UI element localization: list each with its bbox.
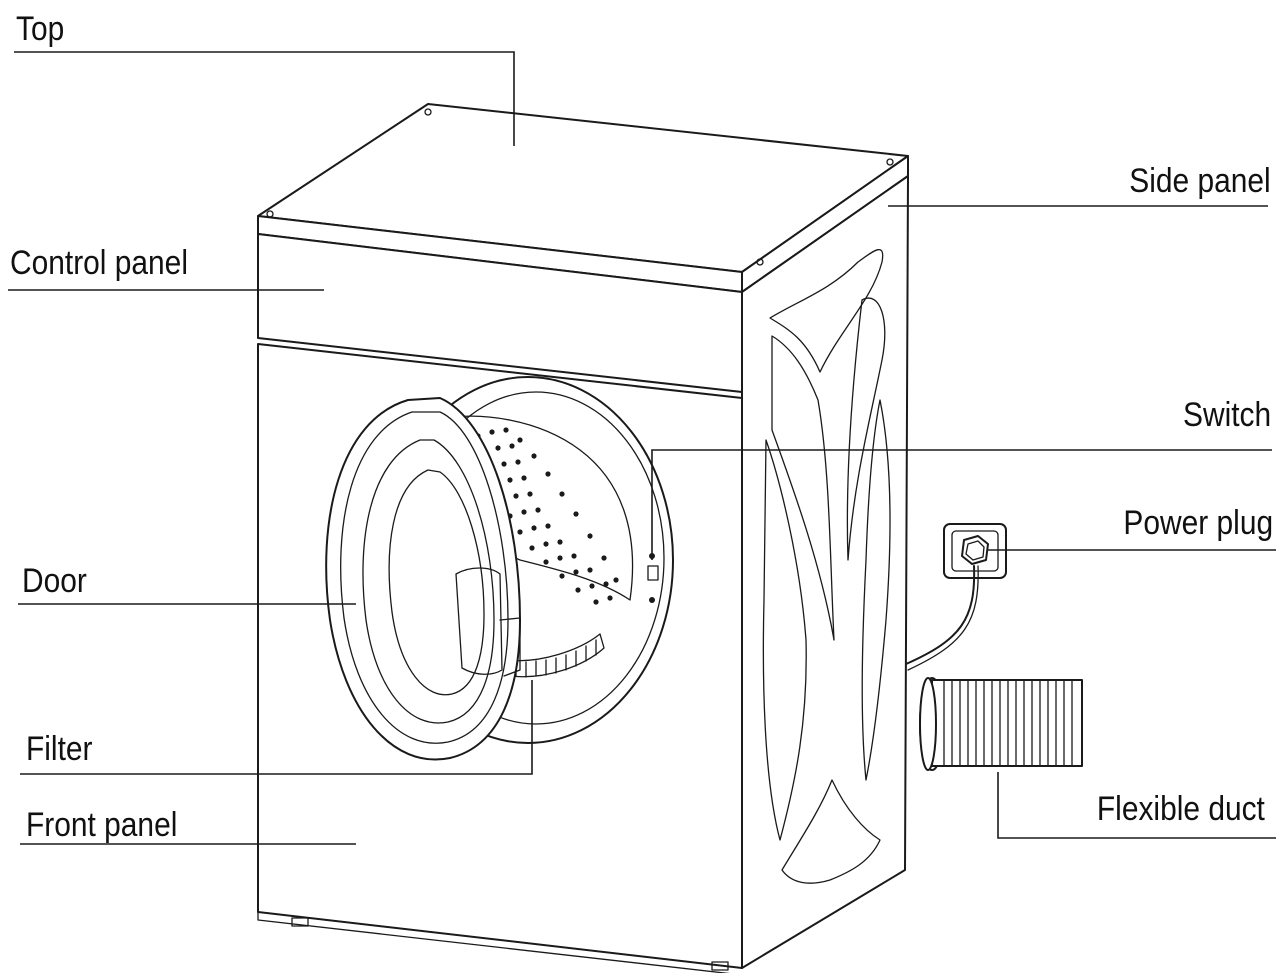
door-frame xyxy=(325,397,521,761)
side-stamping xyxy=(762,249,891,884)
duct-ribs xyxy=(943,679,1073,767)
door-glass-outer xyxy=(362,439,495,724)
leader-lines xyxy=(8,51,1276,845)
control-panel-band xyxy=(257,233,743,393)
label-side-panel: Side panel xyxy=(1129,162,1271,200)
top-screw xyxy=(424,108,432,116)
door-switch xyxy=(647,565,659,581)
top-screw xyxy=(266,210,274,218)
plug-head xyxy=(961,535,989,565)
leader-filter xyxy=(20,680,533,775)
label-power-plug: Power plug xyxy=(1123,504,1273,542)
duct-body xyxy=(931,679,1083,767)
duct-rim xyxy=(919,677,937,771)
power-cord-edge xyxy=(907,565,979,671)
foot xyxy=(711,961,729,971)
top-screw xyxy=(886,158,894,166)
door-assembly xyxy=(325,376,674,761)
label-top: Top xyxy=(16,10,65,48)
flexible-duct-graphic xyxy=(919,677,1083,771)
label-front-panel: Front panel xyxy=(26,806,178,844)
label-door: Door xyxy=(22,562,87,600)
label-control-panel: Control panel xyxy=(10,244,188,282)
side-panel-surface xyxy=(741,175,909,969)
label-filter: Filter xyxy=(26,730,93,768)
base-rail xyxy=(257,911,731,973)
top-screw xyxy=(756,258,764,266)
leader-flexible-duct xyxy=(997,772,1276,839)
switch-dot xyxy=(649,597,655,603)
plug-face xyxy=(965,540,985,561)
foot xyxy=(291,917,309,927)
power-plug-graphic xyxy=(905,523,1007,671)
door-handle xyxy=(455,567,503,675)
door-hinge xyxy=(499,617,521,677)
door-glass-inner xyxy=(388,469,485,696)
label-switch: Switch xyxy=(1182,396,1271,434)
leader-top xyxy=(14,51,515,146)
door-frame-inner xyxy=(340,411,509,744)
label-flexible-duct: Flexible duct xyxy=(1097,790,1265,828)
leader-switch xyxy=(651,449,1272,560)
power-cord xyxy=(905,565,976,665)
